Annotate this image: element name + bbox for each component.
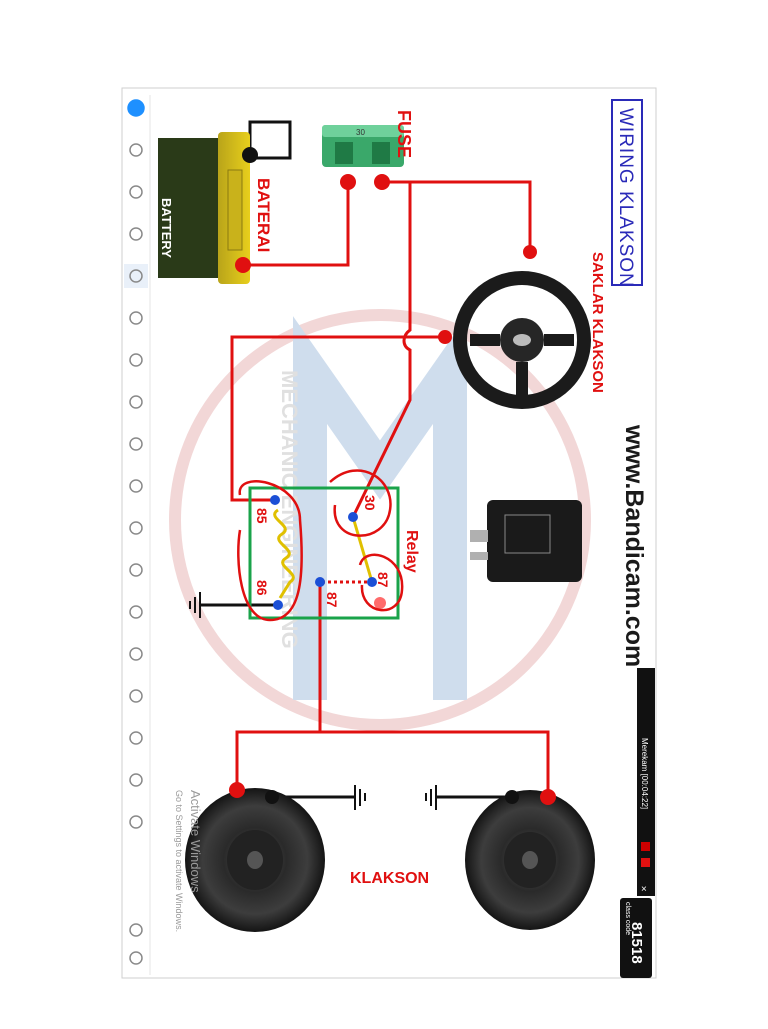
wire-fuse-switch [382,180,532,252]
pin-87-dot [367,577,377,587]
arrow-up-icon[interactable] [129,143,143,157]
class-code-value: 81518 [628,922,645,964]
globe-icon[interactable] [129,689,143,703]
arrow-down-icon[interactable] [129,185,143,199]
horn-2 [465,789,595,930]
recorder-bar: Merekam [00:04:22] × [637,668,655,896]
recorder-stop-button[interactable] [641,858,650,867]
wire-horn2-feed [320,730,550,797]
history-icon[interactable] [129,647,143,661]
activate-windows-hint: Go to Settings to activate Windows. [174,790,184,932]
relay-schematic: 30 85 86 87 87 Relay [237,469,420,622]
class-code-label: class code [624,902,631,935]
layers-icon[interactable] [129,731,143,745]
wire-relay87-horns [235,582,322,790]
pin-85-label: 85 [254,508,270,524]
horn-1 [185,782,325,932]
fuse-rating: 30 [356,128,365,137]
highlighter-icon[interactable] [129,311,143,325]
relay-box [248,486,400,620]
klakson-label: KLAKSON [350,870,429,887]
wires [200,120,550,799]
recorder-close-icon[interactable]: × [641,884,647,895]
ground-symbols [189,592,437,810]
ground-icon [425,785,437,810]
ground-icon [354,785,366,810]
pen-icon[interactable] [124,264,148,288]
class-code-badge: class code 81518 [620,898,652,978]
marker-icon[interactable] [129,353,143,367]
settings-icon[interactable] [129,773,143,787]
wire-battery-ground [248,120,292,160]
pin-30-label: 30 [362,495,378,511]
wire-switch-relay85 [230,335,445,502]
pin-86-label: 86 [254,580,270,596]
add-icon[interactable] [129,605,143,619]
zoom-icon[interactable] [129,563,143,577]
page-title: WIRING KLAKSON [615,108,636,288]
pin-87-label: 87 [375,572,391,588]
annotation-toolbar [124,95,151,975]
battery-negative-terminal [242,147,258,163]
note-icon[interactable] [129,521,143,535]
recorder-status: Merekam [00:04:22] [640,738,649,809]
eraser-icon[interactable] [129,395,143,409]
relay-coil [273,508,295,599]
battery-body-label: BATTERY [159,198,174,258]
recorder-pause-button[interactable] [641,842,650,851]
fuse-label: FUSE [394,110,414,158]
select-icon[interactable] [129,227,143,241]
text-icon[interactable] [129,479,143,493]
relay-contact-arm [351,516,374,583]
pin-87b-dot [315,577,325,587]
pin-86-dot [273,600,283,610]
battery: BATTERY [158,132,258,284]
pin-87-tip [374,597,386,609]
activate-windows-title: Activate Windows [188,790,203,893]
ground-icon [189,592,201,618]
pin-87b-label: 87 [324,592,340,608]
fuse: 30 [322,125,404,190]
steering-wheel-switch [438,245,591,409]
battery-positive-terminal [235,257,251,273]
bandicam-watermark: www.Bandicam.com [620,424,648,667]
watermark: MECHANIC ENGINEERING [169,309,591,731]
app-logo-icon[interactable] [127,99,145,117]
exit-icon[interactable] [129,951,143,965]
title-box: WIRING KLAKSON [611,99,643,288]
relay-component [470,500,582,582]
baterai-label: BATERAI [254,178,273,252]
shapes-icon[interactable] [129,437,143,451]
pin-30-dot [348,512,358,522]
share-icon[interactable] [129,815,143,829]
pin-85-dot [270,495,280,505]
saklar-label: SAKLAR KLAKSON [589,252,606,393]
wire-fuse-relay30 [351,180,412,518]
wire-battery-fuse [243,182,350,267]
relay-label: Relay [403,530,420,573]
pin-icon[interactable] [129,923,143,937]
